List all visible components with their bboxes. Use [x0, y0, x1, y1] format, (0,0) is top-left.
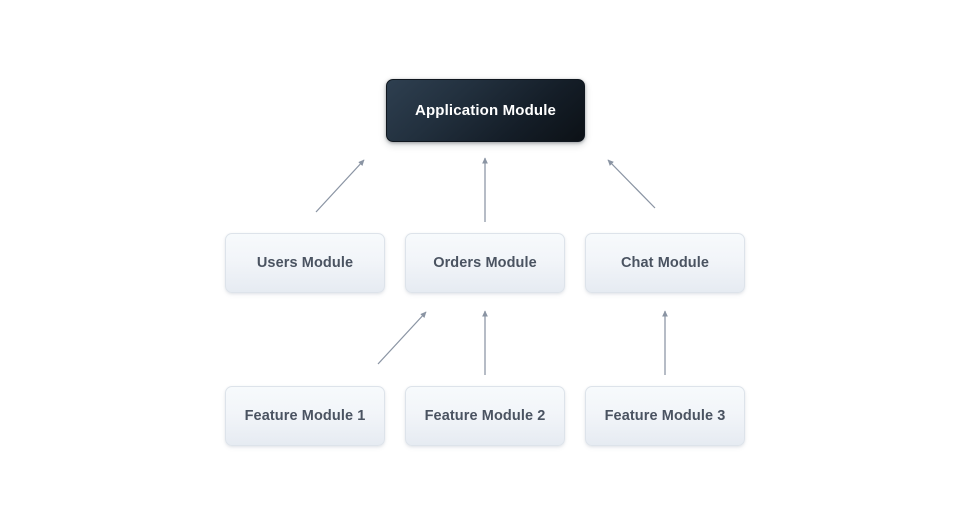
node-label: Orders Module: [433, 255, 537, 271]
node-application-module[interactable]: Application Module: [386, 79, 585, 142]
node-chat-module[interactable]: Chat Module: [585, 233, 745, 293]
node-label: Feature Module 1: [244, 408, 366, 424]
node-feature-module-2[interactable]: Feature Module 2: [405, 386, 565, 446]
node-label: Application Module: [414, 102, 557, 119]
node-label: Users Module: [256, 255, 354, 271]
node-label: Feature Module 2: [424, 408, 546, 424]
node-feature-module-3[interactable]: Feature Module 3: [585, 386, 745, 446]
node-label: Chat Module: [620, 255, 710, 271]
node-users-module[interactable]: Users Module: [225, 233, 385, 293]
node-feature-module-1[interactable]: Feature Module 1: [225, 386, 385, 446]
edge-users-to-application: [315, 159, 365, 213]
node-label: Feature Module 3: [604, 408, 726, 424]
edge-feature1-to-orders: [377, 311, 427, 365]
node-orders-module[interactable]: Orders Module: [405, 233, 565, 293]
edge-chat-to-application: [607, 159, 656, 209]
